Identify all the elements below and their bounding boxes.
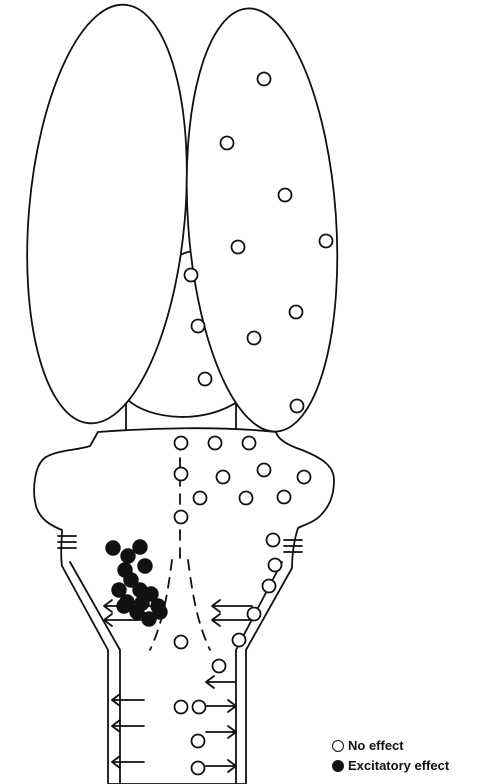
site-open (298, 471, 311, 484)
site-open (240, 492, 253, 505)
site-open (192, 320, 205, 333)
site-open (278, 491, 291, 504)
site-open (175, 437, 188, 450)
site-open (290, 306, 303, 319)
site-open (258, 464, 271, 477)
left-hemisphere (11, 0, 203, 430)
site-open (209, 437, 222, 450)
site-open (175, 636, 188, 649)
filled-circle-icon (332, 760, 344, 772)
site-open (267, 534, 280, 547)
site-filled (117, 599, 131, 613)
site-open (233, 634, 246, 647)
site-open (217, 471, 230, 484)
site-open (232, 241, 245, 254)
open-circle-icon (332, 740, 344, 752)
site-open (213, 660, 226, 673)
site-filled (138, 559, 152, 573)
site-filled (142, 612, 156, 626)
legend-row-no-effect: No effect (332, 736, 498, 756)
site-filled (112, 583, 126, 597)
legend: No effect Excitatory effect (332, 736, 498, 776)
site-open (320, 235, 333, 248)
site-open (193, 701, 206, 714)
legend-no-effect-label: No effect (348, 736, 404, 756)
right-hemisphere (173, 3, 350, 436)
site-open (175, 468, 188, 481)
site-open (263, 580, 276, 593)
brainstem-outline (34, 428, 334, 784)
site-open (192, 762, 205, 775)
site-open (248, 332, 261, 345)
site-open (291, 400, 304, 413)
site-open (175, 511, 188, 524)
site-open (258, 73, 271, 86)
site-filled (106, 541, 120, 555)
site-filled (121, 549, 135, 563)
site-open (221, 137, 234, 150)
site-open (192, 735, 205, 748)
site-open (279, 189, 292, 202)
legend-row-excitatory: Excitatory effect (332, 756, 498, 776)
site-open (248, 608, 261, 621)
site-open (269, 559, 282, 572)
site-open (175, 701, 188, 714)
site-filled (133, 540, 147, 554)
midbrain-lower-curve (128, 400, 240, 417)
site-open (199, 373, 212, 386)
site-open (185, 269, 198, 282)
site-open (243, 437, 256, 450)
site-open (194, 492, 207, 505)
legend-excitatory-label: Excitatory effect (348, 756, 449, 776)
